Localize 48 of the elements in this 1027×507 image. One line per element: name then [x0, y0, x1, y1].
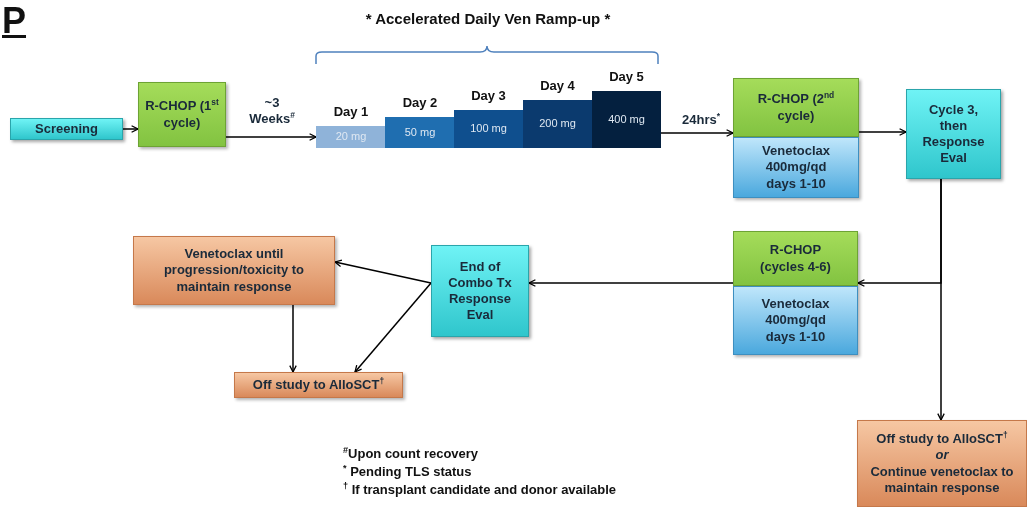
panel-letter: P — [2, 0, 26, 42]
arrow — [289, 304, 297, 373]
box-text: Venetoclax 400mg/qd days 1-10 — [760, 296, 831, 345]
dose-bar: 20 mg — [316, 126, 386, 148]
arrow — [937, 178, 945, 421]
day-label: Day 2 — [402, 94, 438, 111]
dose-bar: 100 mg — [454, 110, 523, 148]
day-label: Day 4 — [540, 77, 575, 94]
footnote: $^{#}$Upon count recovery — [343, 446, 479, 461]
box-text: R-CHOP (1$^{st}$ cycle) — [145, 98, 219, 131]
box-text: Continue venetoclax to maintain response — [869, 463, 1015, 496]
process-box — [857, 420, 1027, 507]
box-text: R-CHOP (cycles 4-6) — [759, 242, 832, 275]
arrow — [354, 282, 432, 373]
arrow — [660, 129, 734, 137]
arrow — [528, 279, 734, 287]
heading: * Accelerated Daily Ven Ramp-up * — [365, 10, 611, 29]
process-box — [431, 245, 529, 337]
box-text: R-CHOP (2$^{nd}$ cycle) — [756, 91, 836, 124]
arrow — [122, 125, 139, 133]
box-text: or — [935, 447, 949, 464]
box-text: Off study to AlloSCT$^{†}$ — [876, 431, 1008, 448]
arrow — [334, 259, 432, 284]
day-label: Day 1 — [333, 104, 369, 121]
process-box — [138, 82, 226, 147]
day-label: Day 5 — [609, 68, 644, 85]
process-box — [733, 231, 858, 286]
day-label: Day 3 — [471, 87, 506, 104]
footnote: $^{†}$ If transplant candidate and donor available — [343, 482, 617, 497]
footnote: $^{*}$ Pending TLS status — [343, 464, 472, 479]
box-text: End of Combo Tx Response Eval — [447, 258, 513, 324]
dose-bar: 50 mg — [385, 117, 455, 148]
process-box — [733, 286, 858, 355]
box-text: Off study to AlloSCT$^{†}$ — [252, 376, 385, 394]
box-text: Screening — [35, 120, 98, 138]
arrow — [858, 128, 907, 136]
process-box — [133, 236, 335, 305]
box-text: Venetoclax 400mg/qd days 1-10 — [761, 143, 831, 192]
arrow — [225, 133, 317, 141]
process-box — [733, 78, 859, 137]
dose-bar: 200 mg — [523, 100, 592, 148]
process-box — [906, 89, 1001, 179]
box-text: Cycle 3, then Response Eval — [921, 101, 986, 167]
process-box — [10, 118, 123, 140]
process-box — [234, 372, 403, 398]
box-text: Venetoclax until progression/toxicity to maintain response — [162, 246, 306, 295]
process-box — [733, 137, 859, 198]
dose-bar: 400 mg — [592, 91, 661, 148]
